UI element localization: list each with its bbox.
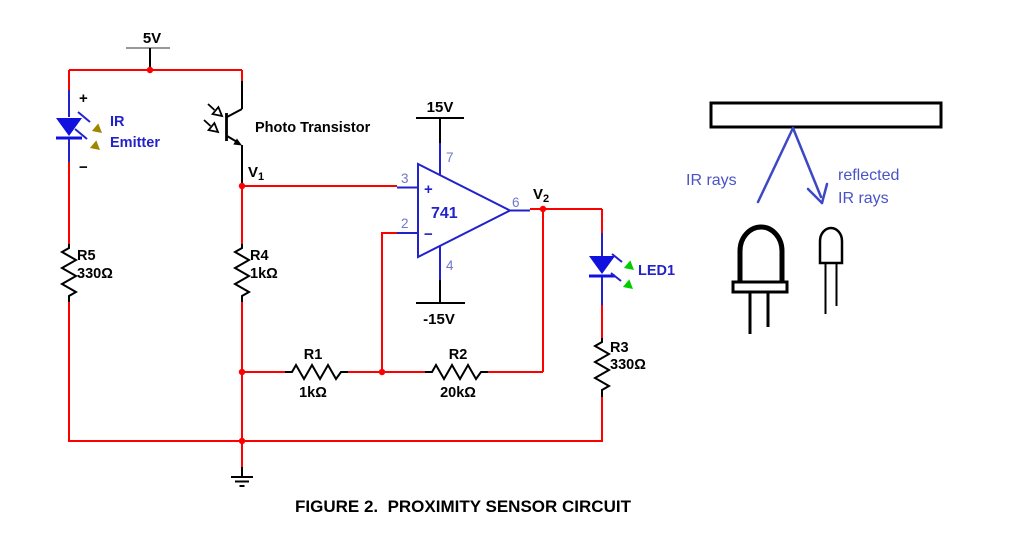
resistor-r2-value: 20kΩ [440, 385, 476, 401]
led1-branch: LED1 [589, 233, 675, 305]
ground-symbol-icon [231, 467, 253, 487]
opamp-741: 15V -15V 3 2 7 4 6 + − 741 V2 [397, 99, 549, 328]
junction-5v [146, 66, 154, 74]
led-small-dome [818, 226, 844, 265]
reflected-label-line1: reflected [838, 167, 899, 184]
junction-v1 [238, 182, 246, 190]
incident-ray [756, 126, 795, 204]
opamp-pin7-label: 7 [446, 150, 454, 165]
opamp-pin-stubs [397, 143, 530, 280]
resistor-r4-name: R4 [250, 248, 269, 264]
resistor-r3-icon [592, 338, 612, 397]
resistor-r1-name: R1 [304, 347, 323, 363]
resistor-r2-icon [425, 362, 488, 382]
junction-dots [146, 66, 547, 445]
node-v1-sub: 1 [258, 171, 264, 183]
opamp-pin2-label: 2 [401, 216, 409, 231]
led1-emit-arrowhead-2-icon [622, 279, 633, 289]
led-large-dome [737, 224, 785, 283]
resistor-r4-icon [232, 244, 252, 302]
ir-emit-arrowhead-1-icon [91, 123, 102, 133]
opamp-minus-input-label: − [424, 226, 433, 243]
supply-15v-label: 15V [427, 99, 454, 116]
opamp-pin6-label: 6 [512, 195, 520, 210]
reflected-ray [791, 126, 823, 199]
led-package-small-icon [818, 226, 844, 314]
ir-ray-lines [756, 126, 829, 205]
supply-neg15v-label: -15V [423, 311, 455, 328]
wires-red [68, 69, 603, 467]
photo-transistor-collector [226, 108, 243, 118]
resistors [59, 244, 612, 397]
supply-5v-label: 5V [143, 30, 161, 47]
photo-transistor-emitter-arrowhead-icon [233, 138, 242, 146]
node-v1-label: V1 [248, 164, 264, 183]
resistor-r1-value: 1kΩ [299, 385, 327, 401]
light-arrow-line-1 [207, 103, 216, 111]
junction-r1-r2 [378, 368, 386, 376]
junction-ground [238, 437, 246, 445]
photo-transistor-label: Photo Transistor [255, 120, 371, 136]
ir-emit-arrow-line-1 [77, 111, 91, 123]
led1-icon [589, 256, 615, 274]
node-v2-label: V2 [533, 186, 549, 205]
wire-bottom-rail [68, 302, 603, 442]
resistor-r1-icon [285, 362, 348, 382]
led1-label: LED1 [638, 263, 675, 279]
photo-transistor: Photo Transistor V1 [203, 81, 371, 184]
node-v1-base: V [248, 164, 258, 181]
junction-v2 [539, 205, 547, 213]
figure-caption: FIGURE 2. PROXIMITY SENSOR CIRCUIT [295, 497, 632, 516]
led1-emit-arrow-line-2 [610, 272, 622, 282]
resistor-r5-name: R5 [77, 248, 96, 264]
led1-emit-arrow-lines [610, 253, 623, 282]
opamp-plus-input-label: + [424, 181, 433, 198]
ir-emitter-label-line2: Emitter [110, 135, 160, 151]
reflected-ray-arrowhead-right [820, 182, 829, 205]
opamp-triangle-icon [417, 162, 513, 259]
led-package-large-icon [731, 224, 789, 334]
ir-emit-arrow-line-2 [74, 128, 88, 140]
led1-emit-arrowhead-1-icon [623, 260, 634, 270]
reflected-ray-arrowhead-left [806, 187, 824, 205]
light-arrowhead-2-icon [206, 121, 220, 134]
resistor-r4-value: 1kΩ [250, 266, 278, 282]
opamp-pin3-label: 3 [401, 171, 409, 186]
node-v2-sub: 2 [543, 193, 549, 205]
ir-emitter-label-line1: IR [110, 114, 125, 130]
wire-pin2-branch [381, 232, 397, 372]
ir-led-icon [56, 118, 82, 136]
opamp-name-label: 741 [431, 205, 458, 222]
node-v2-base: V [533, 186, 543, 203]
ir-emitter-plus-label: + [79, 90, 88, 107]
light-arrowhead-1-icon [210, 105, 224, 118]
reflected-label-line2: IR rays [838, 190, 889, 207]
junction-r1-left [238, 368, 246, 376]
ir-rays-label: IR rays [686, 172, 737, 189]
resistor-r3-value: 330Ω [610, 357, 646, 373]
ir-emitter-minus-label: − [79, 159, 88, 176]
reflection-illustration: IR rays reflected IR rays [686, 101, 943, 334]
supply-5v: 5V [126, 30, 170, 70]
ir-emit-arrowhead-2-icon [89, 140, 100, 150]
resistor-r3-name: R3 [610, 340, 629, 356]
resistor-r5-value: 330Ω [77, 266, 113, 282]
light-arrows [203, 103, 224, 134]
led-large-flange [731, 280, 789, 294]
opamp-pin4-label: 4 [446, 258, 454, 273]
resistor-r5-icon [59, 244, 79, 302]
target-object [709, 101, 943, 129]
ir-emit-arrow-lines [74, 111, 91, 140]
resistor-r2-name: R2 [449, 347, 468, 363]
ir-emitter-branch: + − IR Emitter [56, 90, 160, 176]
light-arrow-line-2 [203, 119, 212, 127]
led1-emit-arrow-line-1 [611, 253, 623, 263]
